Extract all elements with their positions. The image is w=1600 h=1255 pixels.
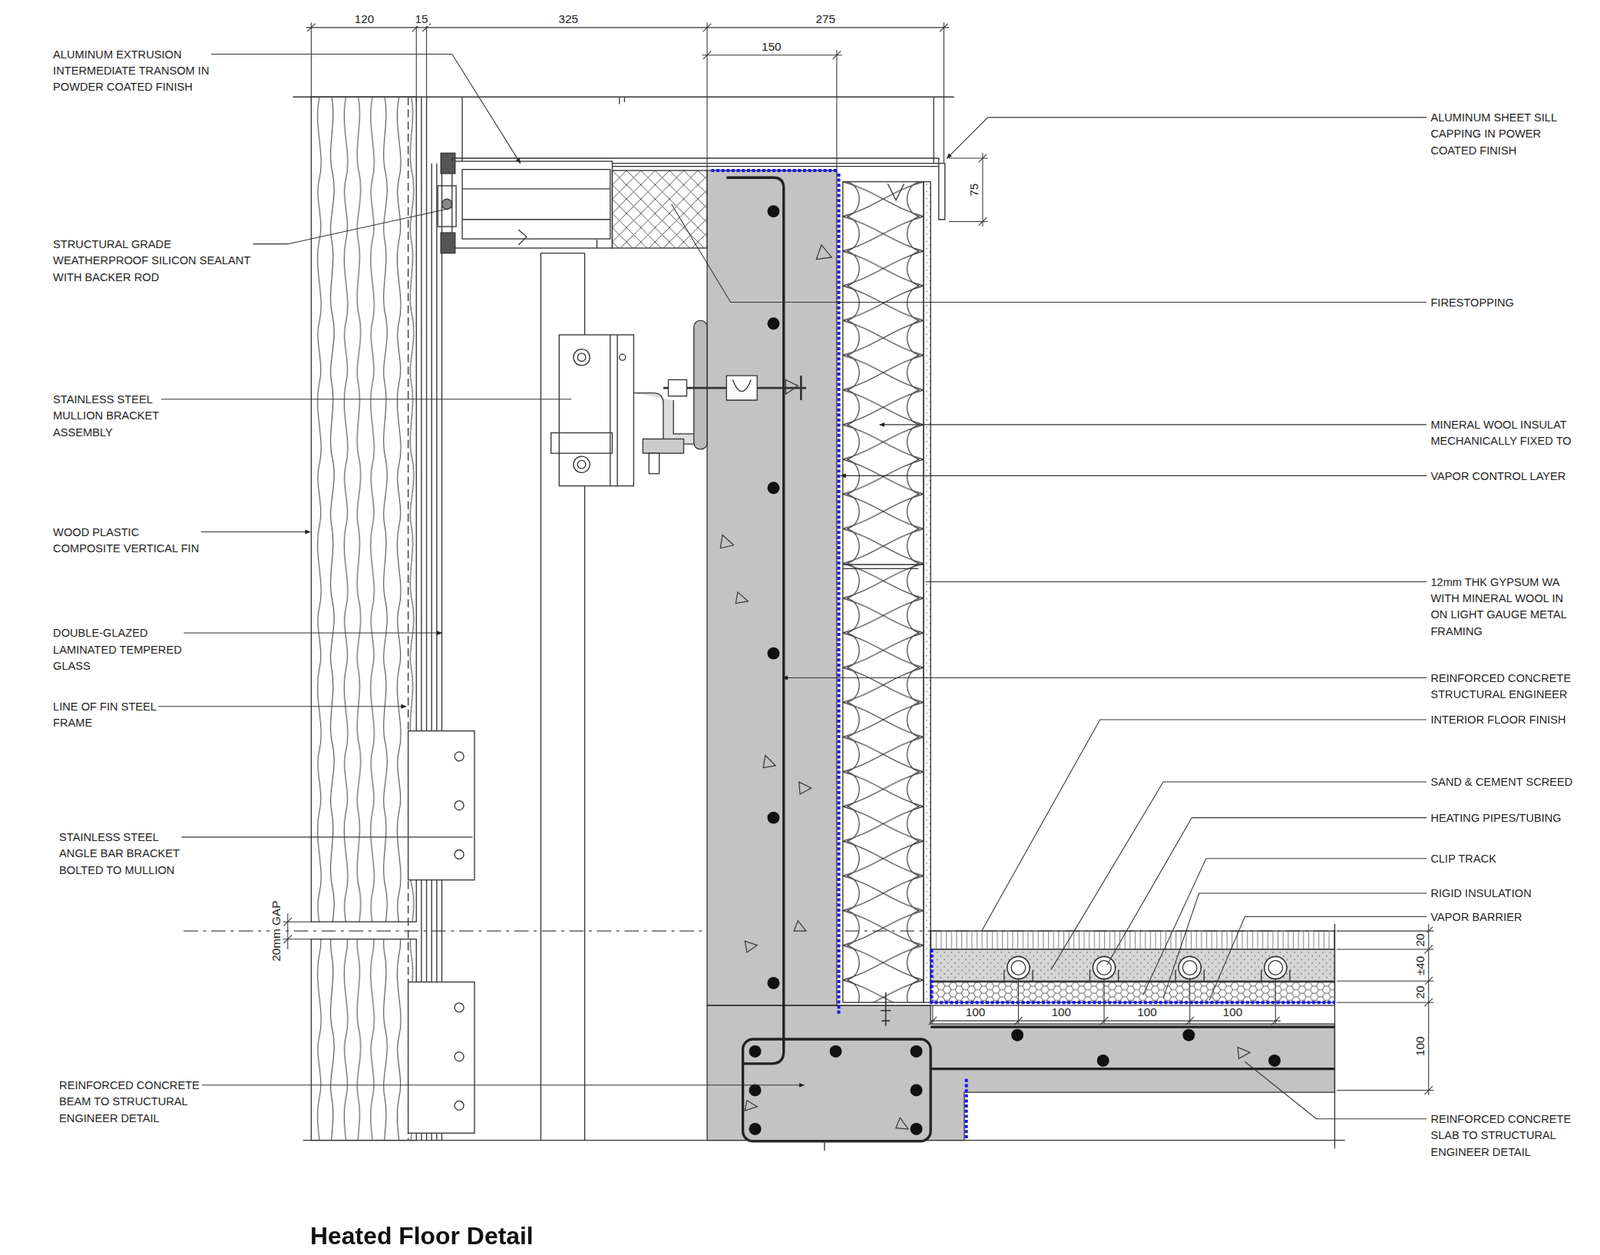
label-line: STRUCTURAL ENGINEER bbox=[1430, 685, 1571, 702]
label-line: WOOD PLASTIC bbox=[52, 523, 199, 540]
callout-label: STRUCTURAL GRADE WEATHERPROOF SILICON SE… bbox=[50, 235, 253, 285]
callout-label: STAINLESS STEEL MULLION BRACKET ASSEMBLY bbox=[50, 390, 161, 440]
dimension-text: 100 bbox=[1413, 1034, 1427, 1057]
label-line: MINERAL WOOL INSULAT bbox=[1430, 416, 1571, 433]
callout-label: VAPOR CONTROL LAYER bbox=[1428, 467, 1568, 484]
label-line: DOUBLE-GLAZED bbox=[52, 624, 182, 641]
label-line: REINFORCED CONCRETE bbox=[1430, 1110, 1571, 1127]
label-line: SLAB TO STRUCTURAL bbox=[1430, 1126, 1571, 1143]
label-line: STAINLESS STEEL bbox=[52, 390, 159, 407]
callout-label: ALUMINUM SHEET SILL CAPPING IN POWER COA… bbox=[1428, 109, 1560, 159]
dimension-text: ±40 bbox=[1413, 954, 1427, 976]
dimension-text: 120 bbox=[353, 13, 375, 27]
callout-label: DOUBLE-GLAZED LAMINATED TEMPERED GLASS bbox=[50, 624, 184, 674]
callout-label: HEATING PIPES/TUBING bbox=[1428, 809, 1564, 826]
callout-label: ALUMINUM EXTRUSION INTERMEDIATE TRANSOM … bbox=[50, 46, 212, 96]
dimension-text: 150 bbox=[760, 39, 783, 53]
callout-label: FIRESTOPPING bbox=[1428, 294, 1517, 311]
callout-label: REINFORCED CONCRETE STRUCTURAL ENGINEER bbox=[1428, 669, 1574, 703]
callout-label: 12mm THK GYPSUM WA WITH MINERAL WOOL IN … bbox=[1428, 573, 1570, 639]
dimension-text: 275 bbox=[814, 13, 837, 27]
dimension-text: 15 bbox=[413, 13, 430, 27]
label-line: LAMINATED TEMPERED bbox=[52, 641, 182, 658]
label-line: ENGINEER DETAIL bbox=[59, 1109, 200, 1126]
label-line: LINE OF FIN STEEL bbox=[52, 697, 157, 715]
label-line: FRAMING bbox=[1430, 622, 1567, 639]
dimension-text: 100 bbox=[1136, 1005, 1158, 1019]
dimension-text: 100 bbox=[965, 1005, 987, 1019]
label-line: 12mm THK GYPSUM WA bbox=[1430, 573, 1567, 590]
label-line: REINFORCED CONCRETE bbox=[59, 1076, 200, 1093]
label-line: INTERMEDIATE TRANSOM IN bbox=[52, 62, 209, 79]
callout-label: VAPOR BARRIER bbox=[1428, 908, 1524, 925]
label-line: ALUMINUM SHEET SILL bbox=[1430, 109, 1558, 126]
label-line: ON LIGHT GAUGE METAL bbox=[1430, 605, 1567, 622]
callout-label: SAND & CEMENT SCREED bbox=[1428, 773, 1575, 790]
label-line: COMPOSITE VERTICAL FIN bbox=[52, 539, 199, 556]
label-line: ALUMINUM EXTRUSION bbox=[52, 46, 209, 63]
dimension-text: 325 bbox=[557, 13, 579, 27]
label-line: BEAM TO STRUCTURAL bbox=[59, 1092, 200, 1109]
label-line: CAPPING IN POWER bbox=[1430, 125, 1558, 142]
dimension-text: 20 bbox=[1413, 984, 1427, 1000]
label-line: STAINLESS STEEL bbox=[59, 828, 180, 845]
dimension-text: 100 bbox=[1221, 1005, 1243, 1019]
callout-label: INTERIOR FLOOR FINISH bbox=[1428, 710, 1569, 728]
label-line: BOLTED TO MULLION bbox=[59, 861, 180, 878]
dimension-text: 20 bbox=[1413, 932, 1427, 948]
callout-label: RIGID INSULATION bbox=[1428, 884, 1534, 901]
callout-label: LINE OF FIN STEEL FRAME bbox=[50, 697, 159, 731]
callout-label: MINERAL WOOL INSULAT MECHANICALLY FIXED … bbox=[1428, 416, 1574, 450]
label-line: MECHANICALLY FIXED TO bbox=[1430, 433, 1571, 450]
callout-label: WOOD PLASTIC COMPOSITE VERTICAL FIN bbox=[50, 523, 201, 557]
label-line: STRUCTURAL GRADE bbox=[52, 235, 251, 252]
label-line: ENGINEER DETAIL bbox=[1430, 1143, 1571, 1160]
label-line: ASSEMBLY bbox=[52, 423, 159, 440]
callout-label: CLIP TRACK bbox=[1428, 849, 1499, 867]
label-line: MULLION BRACKET bbox=[52, 406, 159, 424]
callout-label: REINFORCED CONCRETE SLAB TO STRUCTURAL E… bbox=[1428, 1110, 1574, 1160]
label-line: WITH BACKER ROD bbox=[52, 268, 251, 285]
callout-label: REINFORCED CONCRETE BEAM TO STRUCTURAL E… bbox=[56, 1076, 202, 1126]
label-line: COATED FINISH bbox=[1430, 142, 1558, 159]
label-line: WITH MINERAL WOOL IN bbox=[1430, 589, 1567, 606]
label-line: FRAME bbox=[52, 714, 157, 731]
dimension-text: 75 bbox=[968, 181, 982, 198]
label-line: POWDER COATED FINISH bbox=[52, 78, 209, 95]
label-line: GLASS bbox=[52, 657, 182, 674]
label-line: ANGLE BAR BRACKET bbox=[59, 844, 180, 861]
callout-label: STAINLESS STEEL ANGLE BAR BRACKET BOLTED… bbox=[56, 828, 182, 878]
dimension-text: 100 bbox=[1050, 1005, 1072, 1019]
label-line: REINFORCED CONCRETE bbox=[1430, 669, 1571, 686]
label-line: WEATHERPROOF SILICON SEALANT bbox=[52, 251, 251, 268]
dimension-text: 20mm GAP bbox=[270, 899, 284, 962]
drawing-title: Heated Floor Detail bbox=[310, 1221, 534, 1250]
